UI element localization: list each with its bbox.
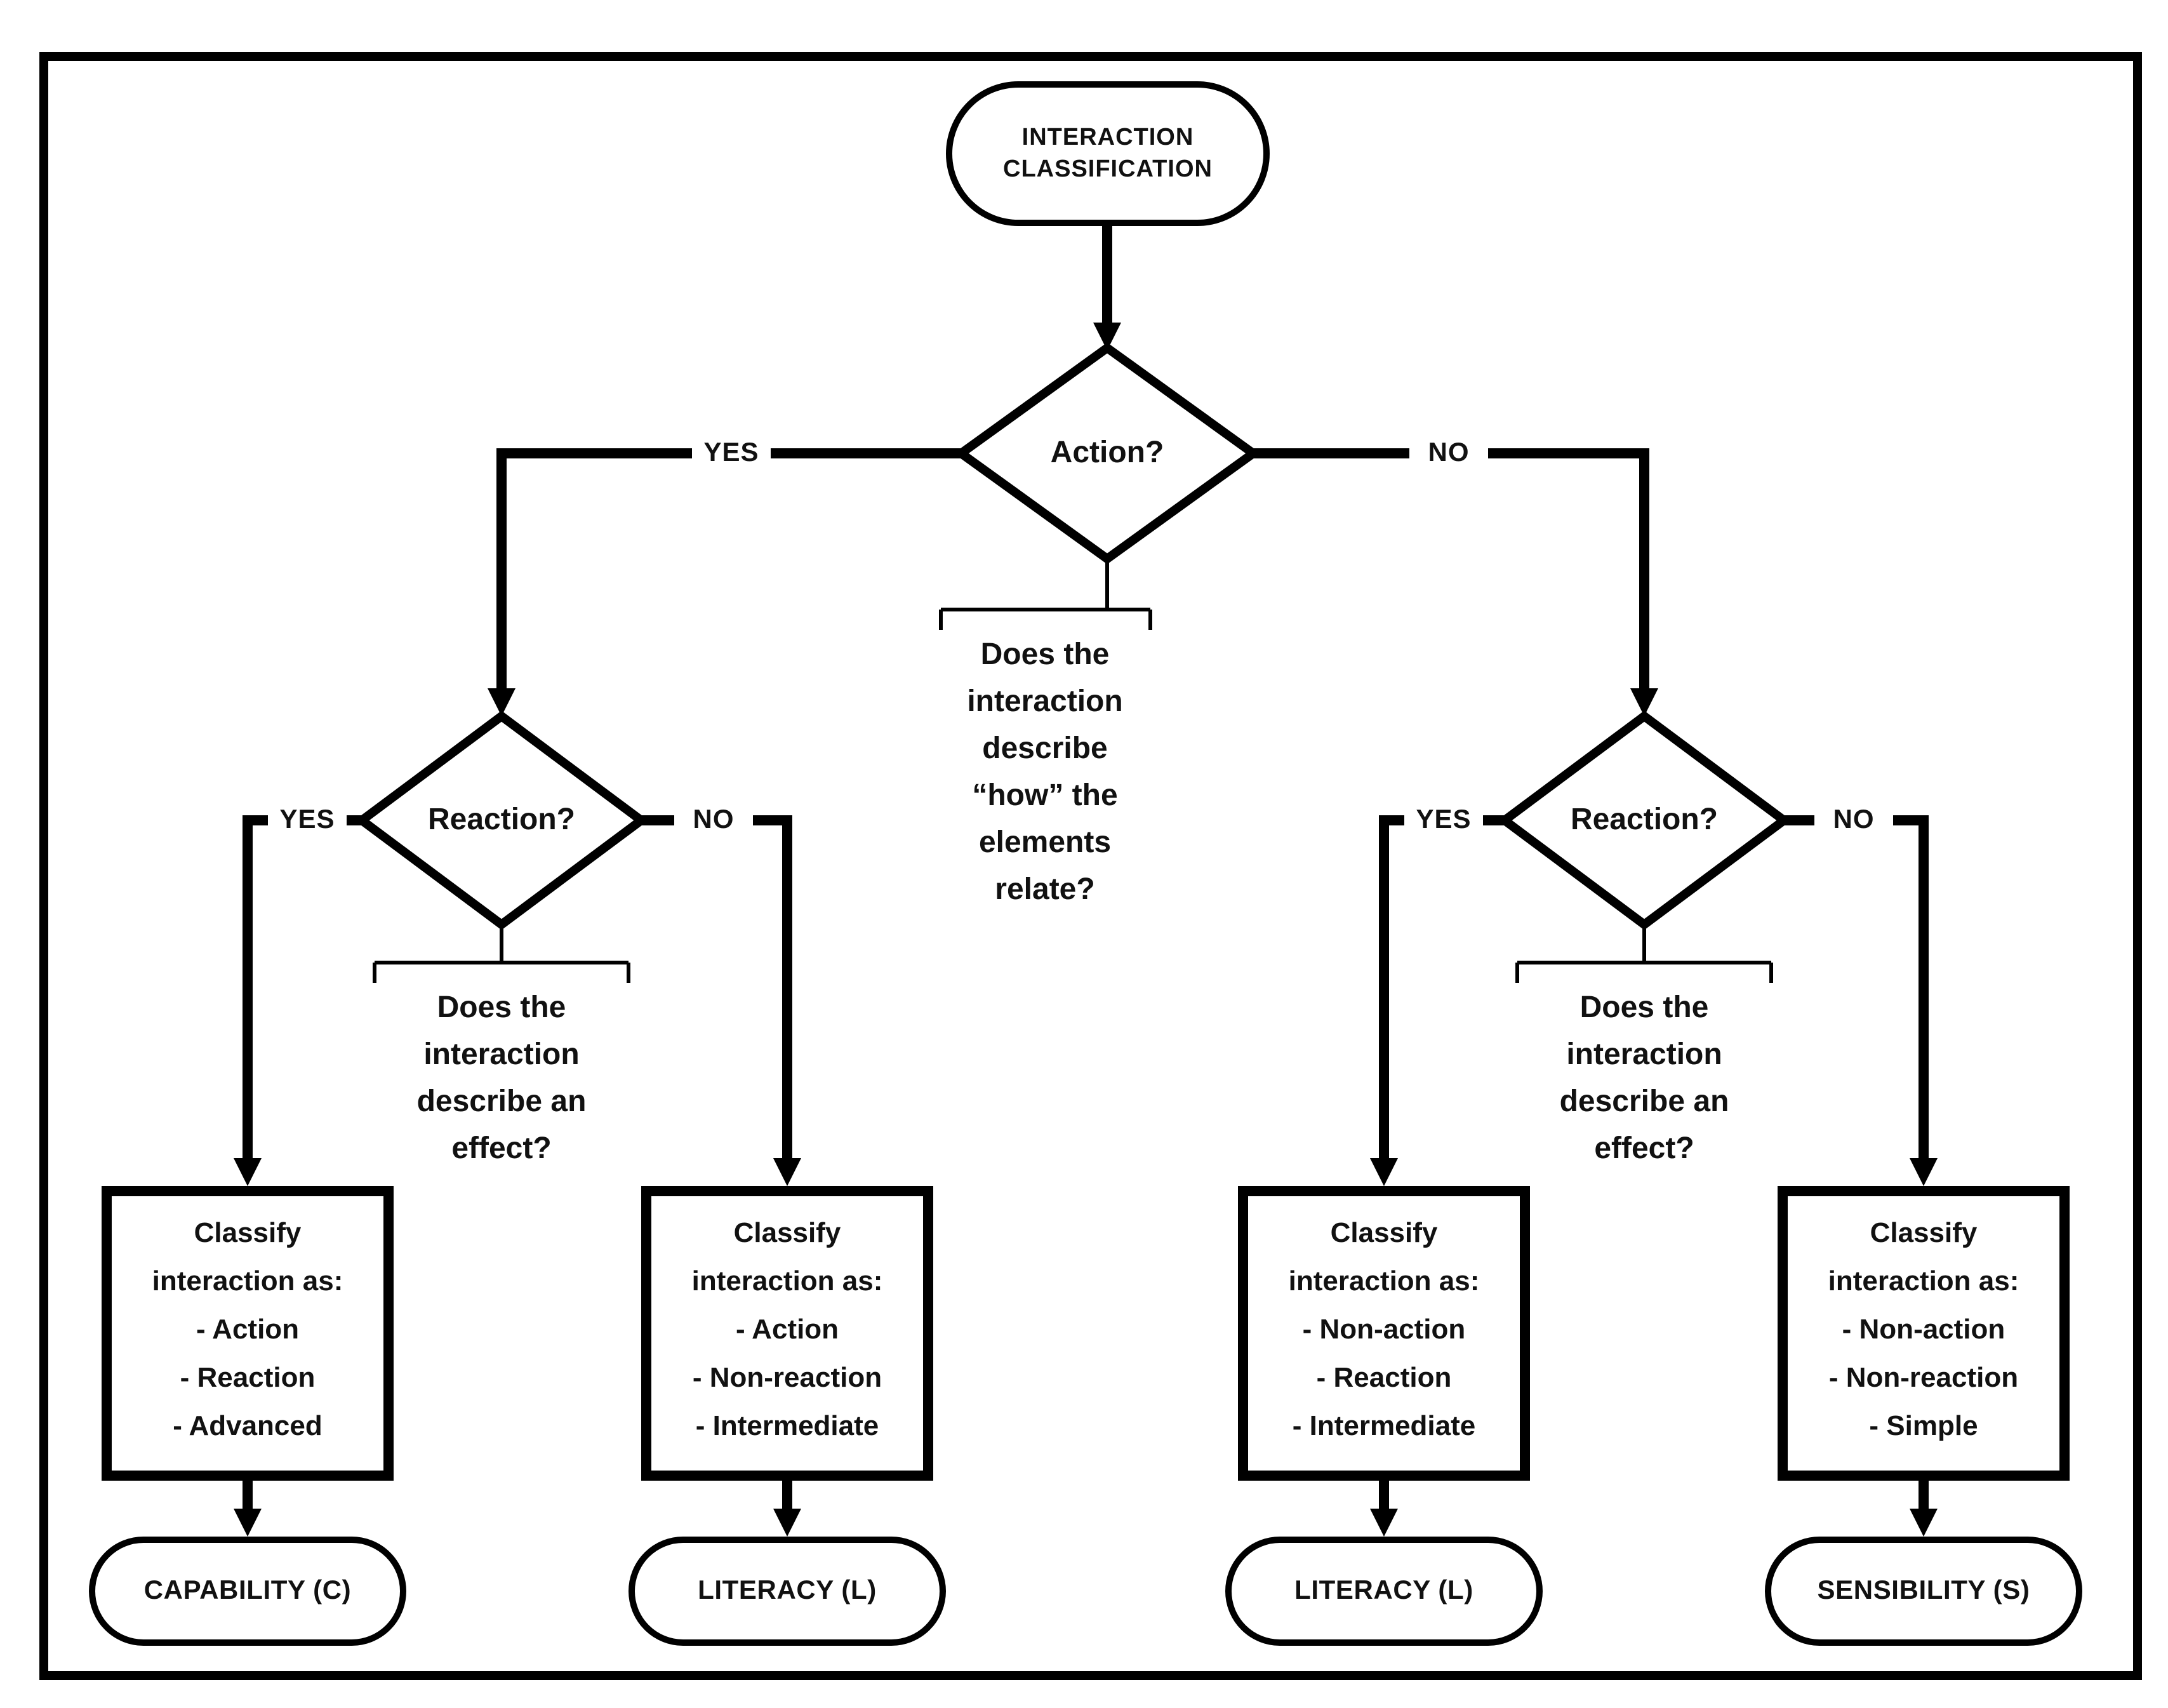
classify-box-title: interaction as: bbox=[1828, 1265, 2019, 1297]
classify-box-title: Classify bbox=[1870, 1217, 1978, 1248]
terminal-literacy-right: LITERACY (L) bbox=[1225, 1537, 1543, 1646]
classify-box-item: - Non-action bbox=[1842, 1313, 2005, 1345]
start-node-label-line2: CLASSIFICATION bbox=[1003, 156, 1213, 183]
classify-box-item: - Non-reaction bbox=[692, 1361, 882, 1393]
classify-box-item: - Reaction bbox=[1316, 1361, 1452, 1393]
arrowhead-into-box3 bbox=[1370, 1158, 1398, 1186]
classify-box-item: - Non-action bbox=[1302, 1313, 1466, 1345]
note-line: effect? bbox=[451, 1131, 552, 1166]
arrowhead-into-terminal4 bbox=[1910, 1509, 1938, 1537]
arrowhead-yes-to-left-reaction bbox=[488, 688, 515, 716]
terminal-literacy-left: LITERACY (L) bbox=[628, 1537, 946, 1646]
classify-box-title: interaction as: bbox=[152, 1265, 343, 1297]
reaction-right-decision-note: Does the interaction describe an effect? bbox=[1486, 984, 1803, 1172]
classify-box-title: Classify bbox=[194, 1217, 302, 1248]
note-line: describe an bbox=[1559, 1084, 1729, 1119]
action-yes-label: YES bbox=[692, 434, 771, 472]
reaction-left-decision-diamond bbox=[354, 711, 649, 930]
classify-box-item: - Reaction bbox=[180, 1361, 316, 1393]
classify-box-item: - Action bbox=[735, 1313, 839, 1345]
action-decision-label: Action? bbox=[1050, 436, 1164, 470]
reaction-right-no-label: NO bbox=[1814, 801, 1893, 839]
arrowhead-no-to-right-reaction bbox=[1630, 688, 1658, 716]
reaction-right-decision-diamond bbox=[1497, 711, 1792, 930]
classify-box-item: - Intermediate bbox=[695, 1410, 879, 1441]
note-line: describe bbox=[982, 731, 1108, 766]
note-line: Does the bbox=[1579, 991, 1709, 1025]
arrowhead-into-terminal2 bbox=[773, 1509, 801, 1537]
reaction-right-decision-label: Reaction? bbox=[1570, 803, 1718, 837]
note-line: interaction bbox=[1566, 1037, 1722, 1072]
classify-box-item: - Simple bbox=[1869, 1410, 1978, 1441]
note-line: interaction bbox=[423, 1037, 580, 1072]
arrowhead-into-terminal3 bbox=[1370, 1509, 1398, 1537]
note-line: interaction bbox=[967, 684, 1123, 719]
note-line: describe an bbox=[416, 1084, 587, 1119]
bracket-action-note bbox=[939, 559, 1152, 630]
note-line: relate? bbox=[995, 872, 1095, 907]
start-node-label-line1: INTERACTION bbox=[1021, 124, 1194, 151]
terminal-capability: CAPABILITY (C) bbox=[89, 1537, 406, 1646]
reaction-left-decision-label: Reaction? bbox=[427, 803, 575, 837]
classify-box-sensibility: Classify interaction as: - Non-action - … bbox=[1778, 1186, 2070, 1481]
action-no-label: NO bbox=[1409, 434, 1488, 472]
reaction-left-no-label: NO bbox=[674, 801, 753, 839]
classify-box-title: interaction as: bbox=[1288, 1265, 1480, 1297]
note-line: Does the bbox=[980, 637, 1110, 672]
classify-box-title: Classify bbox=[1330, 1217, 1438, 1248]
classify-box-item: - Action bbox=[196, 1313, 300, 1345]
classify-box-item: - Advanced bbox=[173, 1410, 323, 1441]
start-node: INTERACTION CLASSIFICATION bbox=[946, 81, 1270, 226]
arrowhead-start-to-action bbox=[1093, 323, 1121, 350]
reaction-left-yes-label: YES bbox=[268, 801, 347, 839]
classify-box-literacy-right: Classify interaction as: - Non-action - … bbox=[1238, 1186, 1530, 1481]
reaction-right-yes-label: YES bbox=[1404, 801, 1483, 839]
arrowhead-into-terminal1 bbox=[234, 1509, 262, 1537]
action-decision-diamond bbox=[954, 342, 1261, 564]
bracket-left-note bbox=[373, 924, 630, 983]
reaction-left-decision-note: Does the interaction describe an effect? bbox=[343, 984, 660, 1172]
classify-box-title: Classify bbox=[733, 1217, 841, 1248]
diagram-border bbox=[39, 52, 2142, 1680]
classify-box-capability: Classify interaction as: - Action - Reac… bbox=[102, 1186, 394, 1481]
terminal-sensibility: SENSIBILITY (S) bbox=[1765, 1537, 2082, 1646]
arrowhead-into-box4 bbox=[1910, 1158, 1938, 1186]
note-line: “how” the bbox=[972, 778, 1118, 813]
classify-box-title: interaction as: bbox=[691, 1265, 883, 1297]
note-line: Does the bbox=[437, 991, 566, 1025]
bracket-right-note bbox=[1515, 924, 1773, 983]
action-decision-note: Does the interaction describe “how” the … bbox=[886, 631, 1204, 913]
classify-box-item: - Intermediate bbox=[1292, 1410, 1476, 1441]
note-line: effect? bbox=[1594, 1131, 1694, 1166]
classify-box-item: - Non-reaction bbox=[1828, 1361, 2019, 1393]
arrowhead-into-box2 bbox=[773, 1158, 801, 1186]
classify-box-literacy-left: Classify interaction as: - Action - Non-… bbox=[641, 1186, 933, 1481]
note-line: elements bbox=[978, 825, 1112, 860]
arrowhead-into-box1 bbox=[234, 1158, 262, 1186]
